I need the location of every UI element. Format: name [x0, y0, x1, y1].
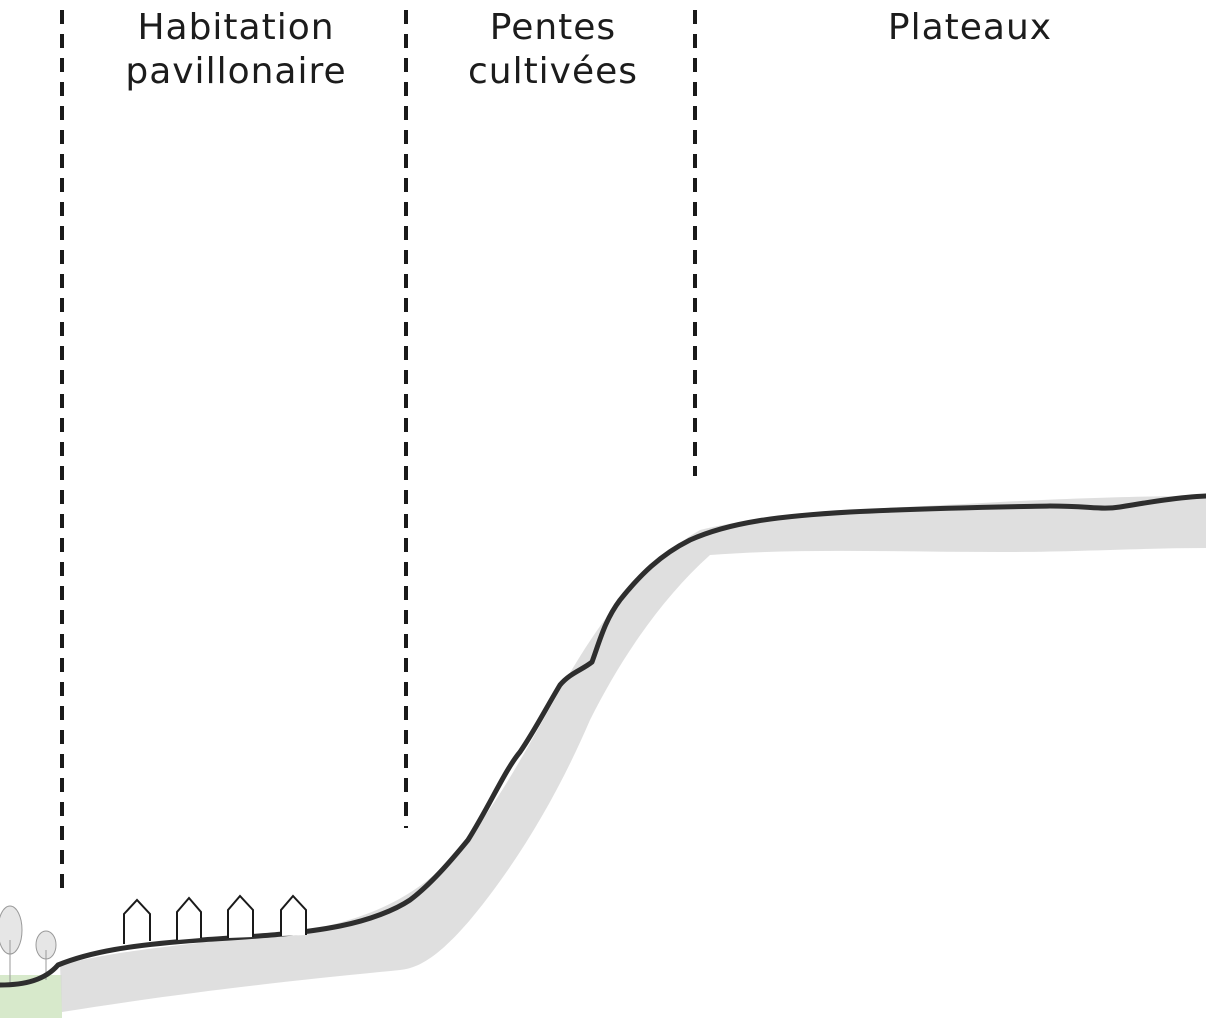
zone-label-line: Pentes [413, 6, 693, 50]
zone-label-plateaux: Plateaux [820, 6, 1120, 50]
zone-label-line: Plateaux [820, 6, 1120, 50]
house-icon [177, 898, 201, 940]
zone-label-line: Habitation [86, 6, 386, 50]
zone-label-habitation: Habitation pavillonaire [86, 6, 386, 94]
house-icon [124, 900, 150, 944]
zone-label-line: cultivées [413, 50, 693, 94]
zone-label-pentes: Pentes cultivées [413, 6, 693, 94]
house-icon [281, 896, 306, 936]
house-icon [228, 896, 253, 938]
zone-label-line: pavillonaire [86, 50, 386, 94]
